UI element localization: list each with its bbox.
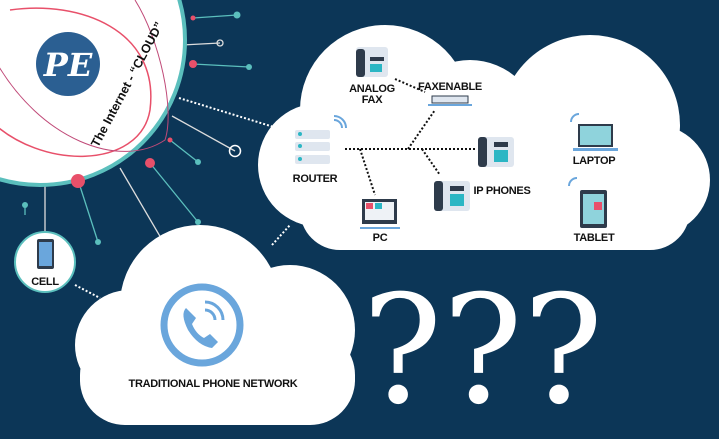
analog-fax-icon: ANALOG FAX	[349, 47, 395, 106]
network-links	[345, 78, 475, 196]
svg-text:ANALOG: ANALOG	[349, 83, 395, 95]
question-marks: ???	[362, 264, 603, 438]
svg-text:FAX: FAX	[362, 94, 383, 106]
tablet-icon: TABLET	[568, 177, 615, 244]
phone-icon	[160, 283, 244, 367]
ip-phone-icon	[478, 137, 514, 167]
phone-network-label: TRADITIONAL PHONE NETWORK	[129, 378, 298, 390]
svg-text:CELL: CELL	[31, 276, 59, 288]
svg-text:TABLET: TABLET	[574, 232, 615, 244]
svg-text:ROUTER: ROUTER	[293, 173, 338, 185]
svg-text:LAPTOP: LAPTOP	[573, 155, 616, 167]
spokes	[22, 11, 301, 299]
cell-phone-node: CELL	[14, 231, 76, 293]
faxenable-device-icon: FAXENABLE	[418, 81, 482, 106]
svg-text:IP PHONES: IP PHONES	[473, 185, 530, 197]
router-icon: ROUTER	[293, 115, 347, 185]
phone-network-cloud	[75, 225, 355, 425]
svg-text:FAXENABLE: FAXENABLE	[418, 81, 482, 93]
laptop-icon: LAPTOP	[570, 113, 618, 167]
pe-logo: PE	[36, 32, 100, 96]
svg-text:PC: PC	[373, 232, 388, 244]
pc-icon: PC	[360, 199, 400, 244]
ip-phone-icon: IP PHONES	[434, 181, 531, 211]
svg-text:PE: PE	[43, 46, 93, 84]
